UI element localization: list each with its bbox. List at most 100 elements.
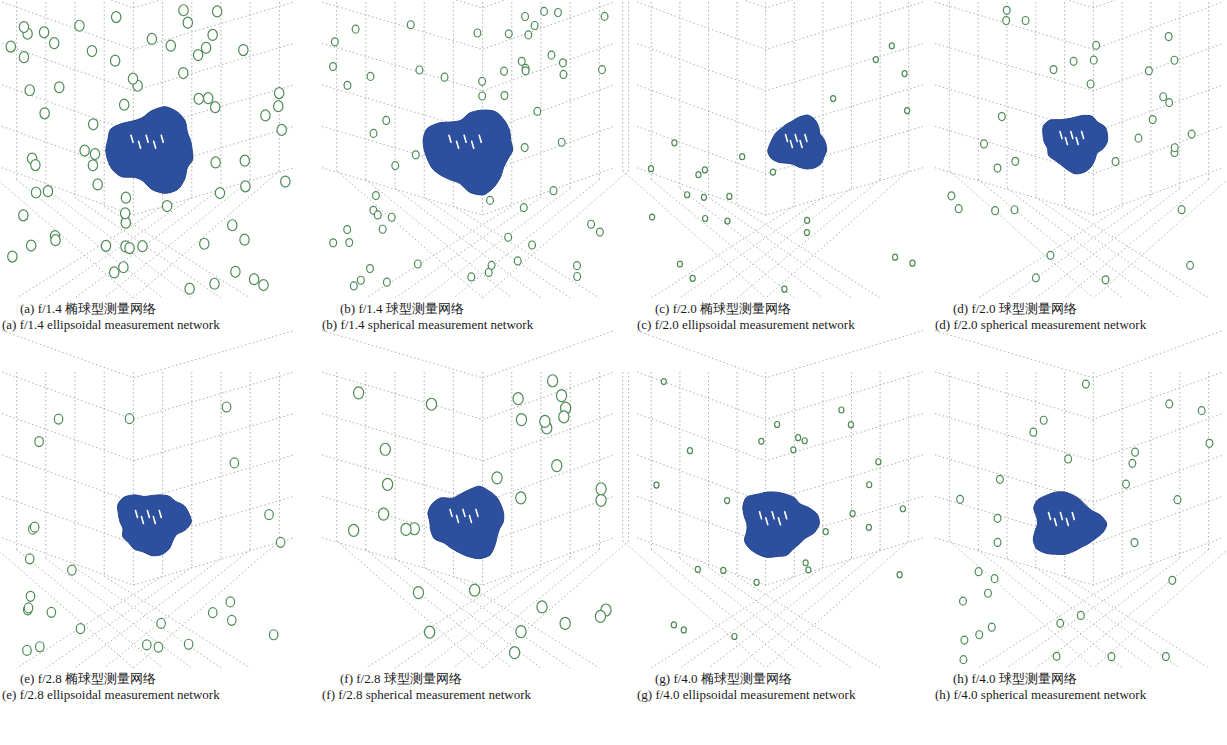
camera-station xyxy=(595,610,605,622)
camera-station xyxy=(19,210,28,221)
camera-station xyxy=(239,45,248,56)
camera-stations xyxy=(654,379,906,640)
camera-station xyxy=(367,265,374,273)
camera-station xyxy=(265,510,274,520)
camera-station xyxy=(350,282,357,290)
camera-station xyxy=(39,27,48,38)
camera-station xyxy=(54,414,63,424)
camera-station xyxy=(392,162,399,170)
camera-station xyxy=(501,67,508,75)
camera-station xyxy=(240,234,249,245)
network-plot xyxy=(623,331,923,668)
highlight-marks xyxy=(449,135,481,148)
subfigure-caption-en: (d) f/2.0 spherical measurement network xyxy=(935,317,1177,333)
camera-station xyxy=(897,572,902,578)
subfigure-caption-en: (c) f/2.0 ellipsoidal measurement networ… xyxy=(637,317,879,333)
camera-station xyxy=(138,241,147,252)
camera-station xyxy=(991,575,998,583)
camera-station xyxy=(1166,99,1173,107)
measured-object xyxy=(743,492,820,557)
camera-station xyxy=(806,567,811,573)
camera-station xyxy=(275,88,284,99)
camera-station xyxy=(992,207,999,215)
camera-station xyxy=(1171,144,1178,152)
camera-station xyxy=(426,398,436,410)
camera-station xyxy=(534,107,541,115)
camera-station xyxy=(382,478,392,490)
camera-station xyxy=(560,70,567,78)
highlight-marks xyxy=(786,135,807,148)
camera-station xyxy=(208,29,217,40)
camera-station xyxy=(839,407,844,413)
camera-station xyxy=(352,25,359,33)
camera-station xyxy=(261,110,270,121)
camera-station xyxy=(596,494,606,506)
camera-station xyxy=(596,228,603,236)
camera-station xyxy=(994,538,1001,546)
camera-station xyxy=(1135,134,1142,142)
camera-station xyxy=(740,154,745,160)
camera-station xyxy=(276,537,285,547)
camera-station xyxy=(975,568,982,576)
camera-station xyxy=(125,414,134,424)
camera-station xyxy=(210,278,219,289)
camera-station xyxy=(725,218,730,224)
camera-station xyxy=(548,375,558,387)
camera-station xyxy=(119,262,128,273)
measured-object xyxy=(118,495,192,556)
camera-station xyxy=(1162,653,1169,661)
camera-station xyxy=(200,238,209,249)
axis-grid xyxy=(623,0,923,298)
camera-station xyxy=(782,286,787,292)
camera-station xyxy=(537,601,547,613)
camera-station xyxy=(379,225,386,233)
camera-station xyxy=(521,144,528,152)
subfigure-caption-en: (a) f/1.4 ellipsoidal measurement networ… xyxy=(2,317,244,333)
camera-station xyxy=(1171,56,1178,64)
camera-station xyxy=(902,71,907,77)
camera-station xyxy=(831,96,836,102)
camera-station xyxy=(671,622,676,628)
camera-station xyxy=(541,7,548,15)
camera-station xyxy=(867,482,872,488)
network-plot xyxy=(322,0,629,298)
camera-station xyxy=(330,239,337,247)
camera-station xyxy=(80,145,89,156)
camera-station xyxy=(1178,206,1185,214)
subfigure-caption-en: (h) f/4.0 spherical measurement network xyxy=(935,687,1177,703)
camera-station xyxy=(648,166,653,172)
camera-station xyxy=(179,68,188,79)
network-plot xyxy=(0,0,294,298)
camera-station xyxy=(211,102,220,113)
camera-station xyxy=(601,12,608,20)
camera-station xyxy=(25,85,34,96)
camera-station xyxy=(90,149,99,160)
camera-station xyxy=(23,645,32,655)
camera-station xyxy=(50,38,59,49)
camera-station xyxy=(1030,428,1037,436)
camera-station xyxy=(556,390,566,402)
axis-grid xyxy=(322,331,629,668)
camera-station xyxy=(905,108,910,114)
camera-station xyxy=(55,82,64,93)
camera-station xyxy=(416,66,423,74)
camera-station xyxy=(110,267,119,278)
camera-stations xyxy=(349,375,612,659)
camera-station xyxy=(559,59,566,67)
camera-station xyxy=(424,626,434,638)
camera-station xyxy=(193,50,202,61)
camera-station xyxy=(112,12,121,23)
highlight-marks xyxy=(1049,512,1075,525)
camera-station xyxy=(1032,274,1039,282)
camera-station xyxy=(488,261,495,269)
network-plot xyxy=(623,0,923,298)
camera-station xyxy=(505,233,512,241)
camera-station xyxy=(661,379,666,385)
camera-station xyxy=(1053,652,1060,660)
camera-station xyxy=(889,43,894,49)
camera-station xyxy=(185,283,194,294)
camera-station xyxy=(702,167,707,173)
network-plot xyxy=(935,0,1227,298)
camera-station xyxy=(1070,57,1077,65)
camera-station xyxy=(357,276,364,284)
